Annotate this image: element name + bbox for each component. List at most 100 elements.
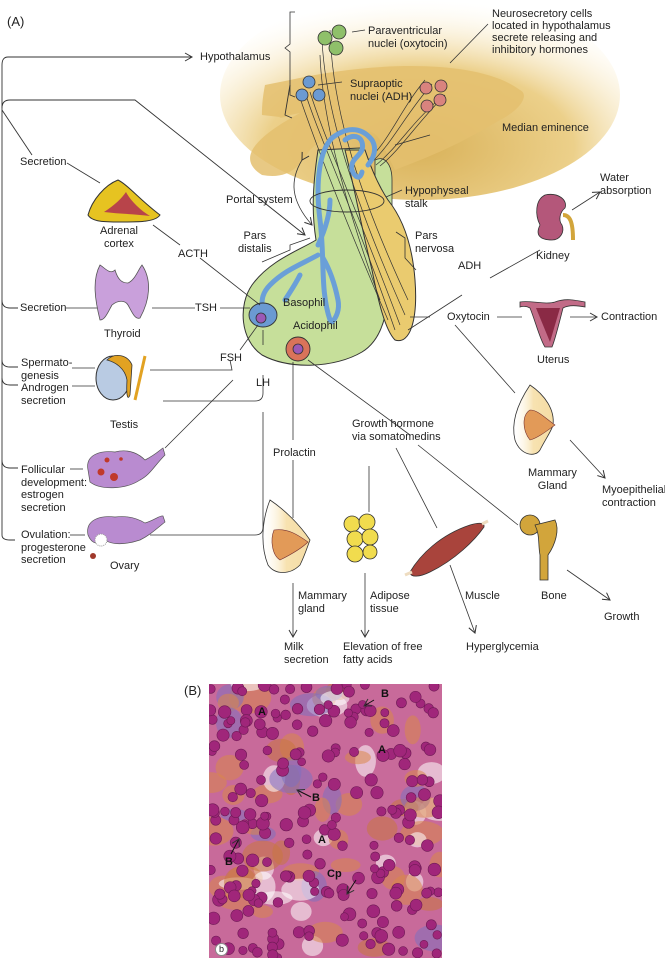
nucleus [423,743,437,756]
nucleus [337,840,348,851]
nucleus [369,840,379,850]
hormone-lines [66,11,611,639]
nucleus [364,773,378,787]
thyroid-label: Thyroid [104,328,141,340]
nucleus [227,791,238,803]
nucleus [386,724,400,737]
basophil-label: Basophil [283,297,326,309]
acidophil-cell [285,336,311,362]
nucleus [262,745,273,756]
portal-system-label: Portal system [226,194,293,206]
pars-nervosa-label: Pars nervosa [415,230,455,255]
nucleus [327,777,341,791]
androgen-label: Androgen secretion [21,382,69,407]
tsh-label: TSH [195,302,217,314]
adipose-label: Adipose tissue [370,590,410,615]
nucleus [272,897,284,908]
histo-label-acidophil-2: A [378,744,386,756]
panel-a-label: (A) [7,14,25,29]
testis-label: Testis [110,419,139,431]
nucleus [370,851,381,862]
follicular-label: Follicular development: estrogen secreti… [21,464,88,514]
nucleus [318,772,328,782]
nucleus [321,749,335,763]
pars-distalis-label: Pars distalis [238,230,272,255]
testis-organ [95,355,147,401]
nucleus [335,933,349,947]
nucleus [240,704,253,716]
cytoplasm-patch [307,921,343,943]
nucleus [252,947,263,958]
nucleus [285,684,296,694]
paraventricular-cells [317,24,347,56]
nucleus [364,704,377,717]
nucleus [405,792,417,803]
nucleus [408,864,422,877]
cytoplasm-patch [252,905,273,918]
nucleus [291,703,304,715]
nucleus [349,747,359,757]
nucleus [409,690,422,703]
nucleus [284,837,295,849]
lh-label: LH [256,377,271,389]
nucleus [245,853,260,867]
nucleus [427,862,442,877]
nucleus [398,946,408,956]
nucleus [251,878,261,889]
nucleus [360,684,370,690]
nucleus [230,909,244,922]
ovary-organ-follicular [87,447,166,489]
nucleus [277,757,289,770]
nucleus [431,805,442,819]
nucleus [313,703,326,715]
nucleus [256,775,266,785]
nucleus [319,714,333,728]
nucleus [387,804,398,815]
nucleus [323,888,335,899]
scale-badge: b [215,943,228,956]
nucleus [291,719,303,730]
median-eminence-label: Median eminence [502,122,589,134]
nucleus [254,705,268,719]
pars-nervosa-shape [344,149,417,342]
nucleus [409,898,423,912]
nucleus [403,808,417,822]
adrenal-cortex-organ [87,179,161,223]
uterus-organ [519,299,586,348]
nucleus [255,794,269,808]
nucleus [304,931,314,941]
nucleus [300,684,313,693]
nucleus [350,786,364,800]
nucleus [307,725,319,737]
mammary-gland-prolactin-label: Mammary gland [298,590,347,615]
neurosecretory-cells [419,79,448,113]
nucleus [237,686,248,697]
nucleus [237,927,249,939]
nucleus [242,888,256,902]
nucleus [279,818,293,832]
nucleus [375,868,386,879]
nucleus [398,758,411,771]
nucleus [209,740,221,752]
muscle-label: Muscle [465,590,500,602]
nucleus [418,788,431,801]
cytoplasm-patch [290,902,312,921]
nucleus [379,718,390,729]
water-absorption-label: Water absorption [600,172,652,197]
panel-b-label: (B) [184,683,202,698]
growth-label: Growth [604,611,640,623]
nucleus [374,929,388,943]
nucleus [279,694,290,705]
nucleus [209,684,216,694]
nucleus [257,684,272,692]
histo-label-acidophil-3: A [318,834,326,846]
mammary-gland-oxytocin-organ [513,384,556,455]
histology-image [209,684,442,958]
mammary-gland-prolactin-organ [262,499,311,573]
nucleus [280,709,291,720]
nucleus [433,887,442,898]
nucleus [419,939,429,949]
adrenal-secretion-label: Secretion [20,156,67,168]
nucleus [209,864,216,875]
cytoplasm-patch [366,816,398,841]
